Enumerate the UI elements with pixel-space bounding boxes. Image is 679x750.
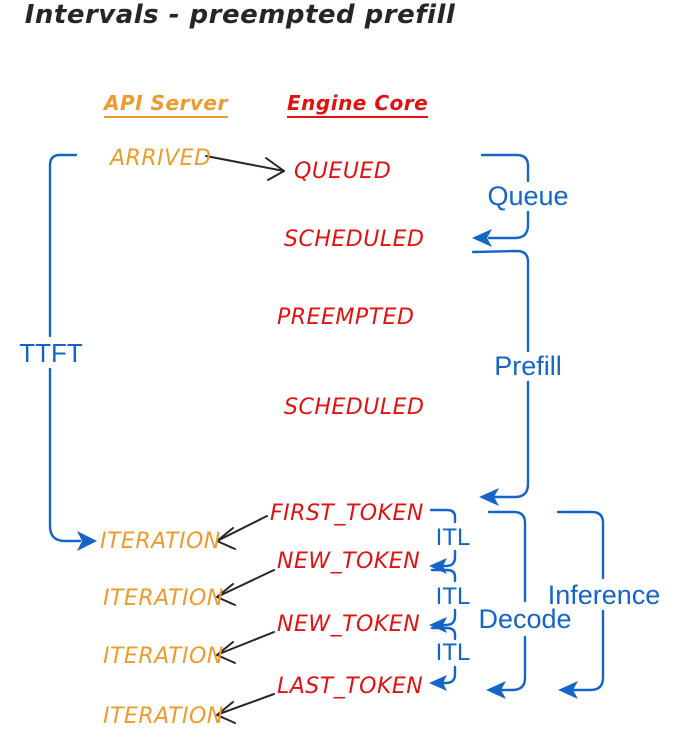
interval-label-prefill: Prefill xyxy=(494,351,562,381)
event-iteration-4: ITERATION xyxy=(103,704,224,729)
column-header-api-server: API Server xyxy=(104,91,228,118)
event-arrived: ARRIVED xyxy=(110,146,212,171)
first-token-to-iteration-arrow xyxy=(216,515,268,550)
inference-arrowhead xyxy=(558,681,578,699)
event-scheduled-1: SCHEDULED xyxy=(284,227,425,252)
interval-label-itl-2: ITL xyxy=(435,583,471,610)
ttft-arrowhead xyxy=(77,531,97,551)
event-iteration-2: ITERATION xyxy=(103,586,224,611)
interval-label-itl-1: ITL xyxy=(435,524,471,551)
new-token2-to-iteration-arrow xyxy=(216,631,275,664)
arrived-to-queued-arrow xyxy=(205,155,285,181)
itl-arrowhead-3 xyxy=(429,675,447,691)
event-iteration-3: ITERATION xyxy=(103,644,224,669)
interval-label-decode: Decode xyxy=(478,604,572,634)
new-token1-to-iteration-arrow xyxy=(216,569,275,606)
itl-arrowhead-1 xyxy=(429,558,447,574)
event-preempted: PREEMPTED xyxy=(277,305,415,330)
event-new-token-1: NEW_TOKEN xyxy=(277,549,421,574)
event-last-token: LAST_TOKEN xyxy=(277,674,424,699)
prefill-arrowhead xyxy=(479,488,499,506)
interval-label-inference: Inference xyxy=(547,580,661,610)
event-first-token: FIRST_TOKEN xyxy=(270,501,424,526)
interval-label-ttft: TTFT xyxy=(19,338,83,368)
event-iteration-1: ITERATION xyxy=(100,529,221,554)
page-title: Intervals - preempted prefill xyxy=(24,0,456,30)
event-scheduled-2: SCHEDULED xyxy=(284,395,425,420)
queue-arrowhead xyxy=(472,229,492,247)
interval-label-queue: Queue xyxy=(487,181,569,211)
interval-label-itl-3: ITL xyxy=(435,639,471,666)
event-new-token-2: NEW_TOKEN xyxy=(277,612,421,637)
decode-arrowhead xyxy=(486,681,506,699)
column-header-engine-core: Engine Core xyxy=(287,91,429,118)
last-token-to-iteration-arrow xyxy=(216,693,275,724)
event-queued: QUEUED xyxy=(294,159,392,184)
itl-arrowhead-2 xyxy=(429,617,447,633)
